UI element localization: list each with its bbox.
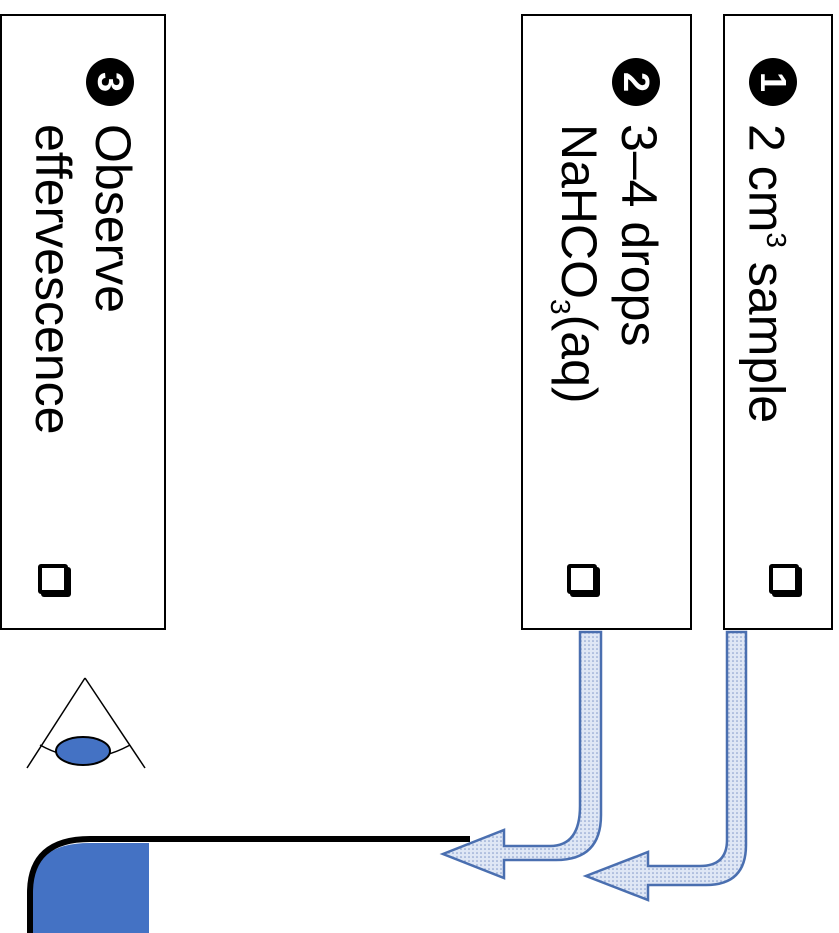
step-2-number: 2 xyxy=(612,58,660,106)
step-3-checkbox[interactable] xyxy=(38,564,68,594)
step-2-line1: 3–4 drops xyxy=(611,124,667,347)
step-2-box: 2 3–4 drops NaHCO3(aq) xyxy=(521,14,692,630)
step-2-line2: NaHCO3(aq) xyxy=(545,124,607,404)
step-3-line1: Observe xyxy=(85,124,141,313)
arrow-step2 xyxy=(439,630,603,880)
step-1-box: 1 2 cm3 sample xyxy=(723,14,833,630)
test-tube-icon xyxy=(27,836,470,933)
step-1-number: 1 xyxy=(749,58,797,106)
arrow-step1 xyxy=(582,630,748,902)
eye-icon xyxy=(26,677,146,769)
step-3-number: 3 xyxy=(86,58,134,106)
step-3-line2: effervescence xyxy=(25,124,81,435)
step-2-checkbox[interactable] xyxy=(567,564,597,594)
step-3-box: 3 Observe effervescence xyxy=(0,14,166,630)
step-1-text: 2 cm3 sample xyxy=(738,124,795,424)
step-1-checkbox[interactable] xyxy=(769,564,799,594)
